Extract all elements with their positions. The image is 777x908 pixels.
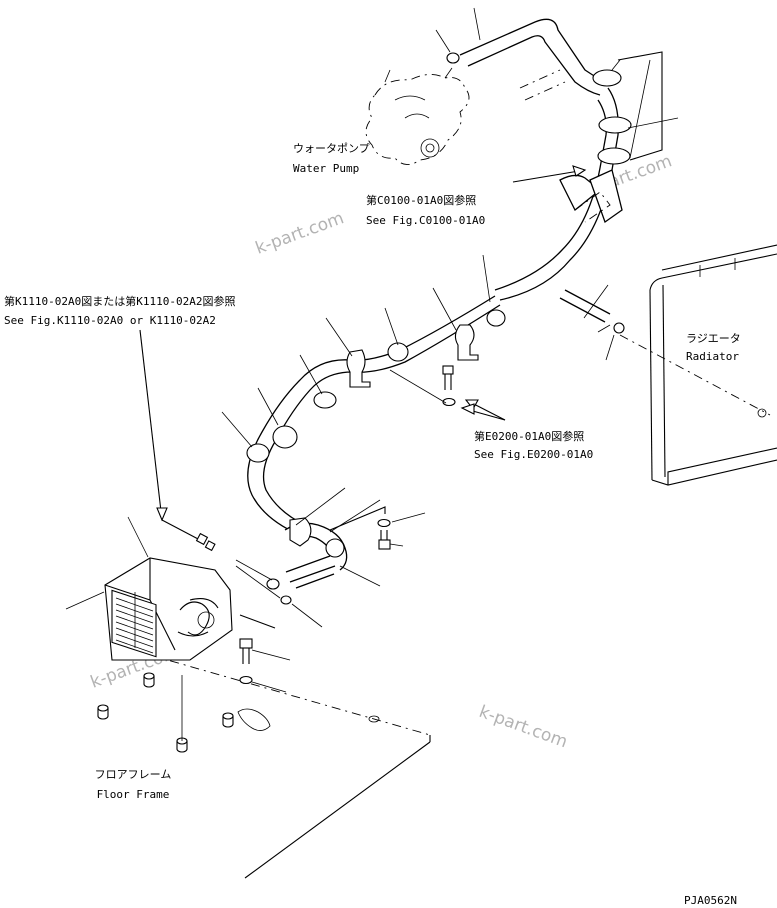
bolt xyxy=(239,638,253,664)
ref-e0200-label-jp: 第E0200-01A0図参照 xyxy=(474,429,584,443)
floor-frame-label-jp: フロアフレーム xyxy=(95,768,172,781)
hose-clamp xyxy=(246,443,270,463)
hoses xyxy=(247,18,623,589)
water-pump-label-en: Water Pump xyxy=(293,162,359,175)
bolt xyxy=(378,530,391,550)
plate-cutout xyxy=(237,708,271,731)
washer xyxy=(442,397,456,407)
ref-k1110-label-jp: 第K1110-02A0図または第K1110-02A2図参照 xyxy=(4,294,235,308)
labels: ウォータポンプ Water Pump 第C0100-01A0図参照 See Fi… xyxy=(4,142,741,907)
saddle-bracket xyxy=(454,324,479,361)
heater-unit xyxy=(104,519,233,661)
floor-frame-plate xyxy=(97,614,431,879)
hose-clamp xyxy=(598,116,632,134)
watermark: k-part.com xyxy=(253,208,347,258)
hose-clamp xyxy=(486,309,506,327)
radiator xyxy=(619,244,777,486)
watermark: k-part.com xyxy=(476,702,570,752)
ref-c0100-label-en: See Fig.C0100-01A0 xyxy=(366,214,485,227)
hose-clamp xyxy=(387,342,409,362)
hose-clamp xyxy=(613,322,625,334)
hose-clamp xyxy=(592,69,622,87)
grille-louvers xyxy=(115,592,154,654)
water-pump-label-jp: ウォータポンプ xyxy=(293,142,370,155)
engine-bracket xyxy=(617,51,663,161)
hose-clamp xyxy=(272,425,298,449)
hose-clamp xyxy=(446,52,460,64)
washer xyxy=(239,675,253,685)
mount-studs xyxy=(97,672,234,753)
ref-c0100-label-jp: 第C0100-01A0図参照 xyxy=(366,193,476,207)
fasteners xyxy=(239,322,625,685)
ref-e0200-label-en: See Fig.E0200-01A0 xyxy=(474,448,593,461)
ref-k1110-label-en: See Fig.K1110-02A0 or K1110-02A2 xyxy=(4,314,216,327)
radiator-label-jp: ラジエータ xyxy=(686,332,741,345)
plate-hole xyxy=(368,715,380,723)
bolt xyxy=(442,365,454,390)
nut xyxy=(266,578,280,590)
saddle-bracket xyxy=(346,349,371,388)
leader-lines xyxy=(65,7,679,693)
clamps xyxy=(246,52,632,558)
hose-clamp xyxy=(325,538,345,558)
floor-frame-label-en: Floor Frame xyxy=(97,788,170,801)
washer xyxy=(377,518,391,528)
water-pump xyxy=(365,67,611,223)
radiator-label-en: Radiator xyxy=(686,350,739,363)
nut xyxy=(280,595,292,605)
hose-clamp xyxy=(313,391,337,409)
hose-clamp xyxy=(597,147,631,165)
heater-grille xyxy=(111,589,157,658)
drawing-number: PJA0562N xyxy=(684,894,737,907)
saddle-bracket xyxy=(289,517,312,547)
